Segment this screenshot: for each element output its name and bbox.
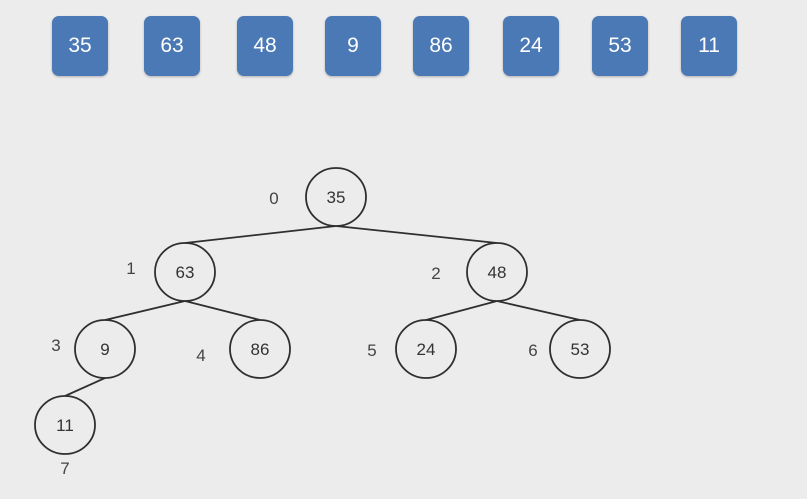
tree-node-circle (395, 319, 457, 379)
array-row: 35 63 48 9 86 24 53 11 (0, 0, 807, 90)
tree-node-circle (154, 242, 216, 302)
tree-node-circle (34, 395, 96, 455)
tree-node-value: 11 (56, 416, 74, 435)
tree-node-index-1: 1 (126, 259, 135, 278)
array-cell-5: 24 (503, 16, 559, 76)
tree-node-5: 24 (395, 319, 457, 379)
array-cell-4: 86 (413, 16, 469, 76)
tree-node-value: 9 (100, 340, 109, 359)
tree-edge-2-6 (496, 300, 581, 321)
tree-node-value: 48 (488, 263, 507, 282)
tree-node-index-5: 5 (367, 341, 376, 360)
tree-edge-2-5 (425, 300, 498, 321)
tree-node-circle (74, 319, 136, 379)
tree-node-circle (305, 167, 367, 227)
tree-node-circle (229, 319, 291, 379)
tree-node-6: 53 (549, 319, 611, 379)
tree-node-0: 35 (305, 167, 367, 227)
tree-node-4: 86 (229, 319, 291, 379)
array-cell-3: 9 (325, 16, 381, 76)
tree-node-index-0: 0 (269, 189, 278, 208)
tree-edge-0-2 (335, 225, 498, 244)
tree-edge-0-1 (184, 225, 337, 244)
tree-node-1: 63 (154, 242, 216, 302)
tree-edge-1-4 (184, 300, 261, 321)
tree-node-value: 35 (327, 188, 346, 207)
tree-edge-3-7 (64, 377, 106, 397)
tree-node-value: 24 (417, 340, 436, 359)
tree-node-circle (549, 319, 611, 379)
tree-node-index-2: 2 (431, 264, 440, 283)
tree-node-value: 53 (571, 340, 590, 359)
tree-node-index-3: 3 (51, 336, 60, 355)
tree-node-3: 9 (74, 319, 136, 379)
array-cell-2: 48 (237, 16, 293, 76)
tree-node-2: 48 (466, 242, 528, 302)
tree-node-value: 86 (251, 340, 270, 359)
tree-node-circle (466, 242, 528, 302)
array-cell-7: 11 (681, 16, 737, 76)
tree-edge-1-3 (104, 300, 186, 321)
tree-node-index-6: 6 (528, 341, 537, 360)
tree-indices: 0 1 2 3 4 5 6 7 (51, 189, 537, 478)
tree-node-value: 63 (176, 263, 195, 282)
array-cell-6: 53 (592, 16, 648, 76)
array-cell-1: 63 (144, 16, 200, 76)
tree-edges (64, 225, 581, 397)
tree-node-7: 11 (34, 395, 96, 455)
tree-node-index-4: 4 (196, 346, 205, 365)
tree-node-index-7: 7 (60, 459, 69, 478)
array-cell-0: 35 (52, 16, 108, 76)
